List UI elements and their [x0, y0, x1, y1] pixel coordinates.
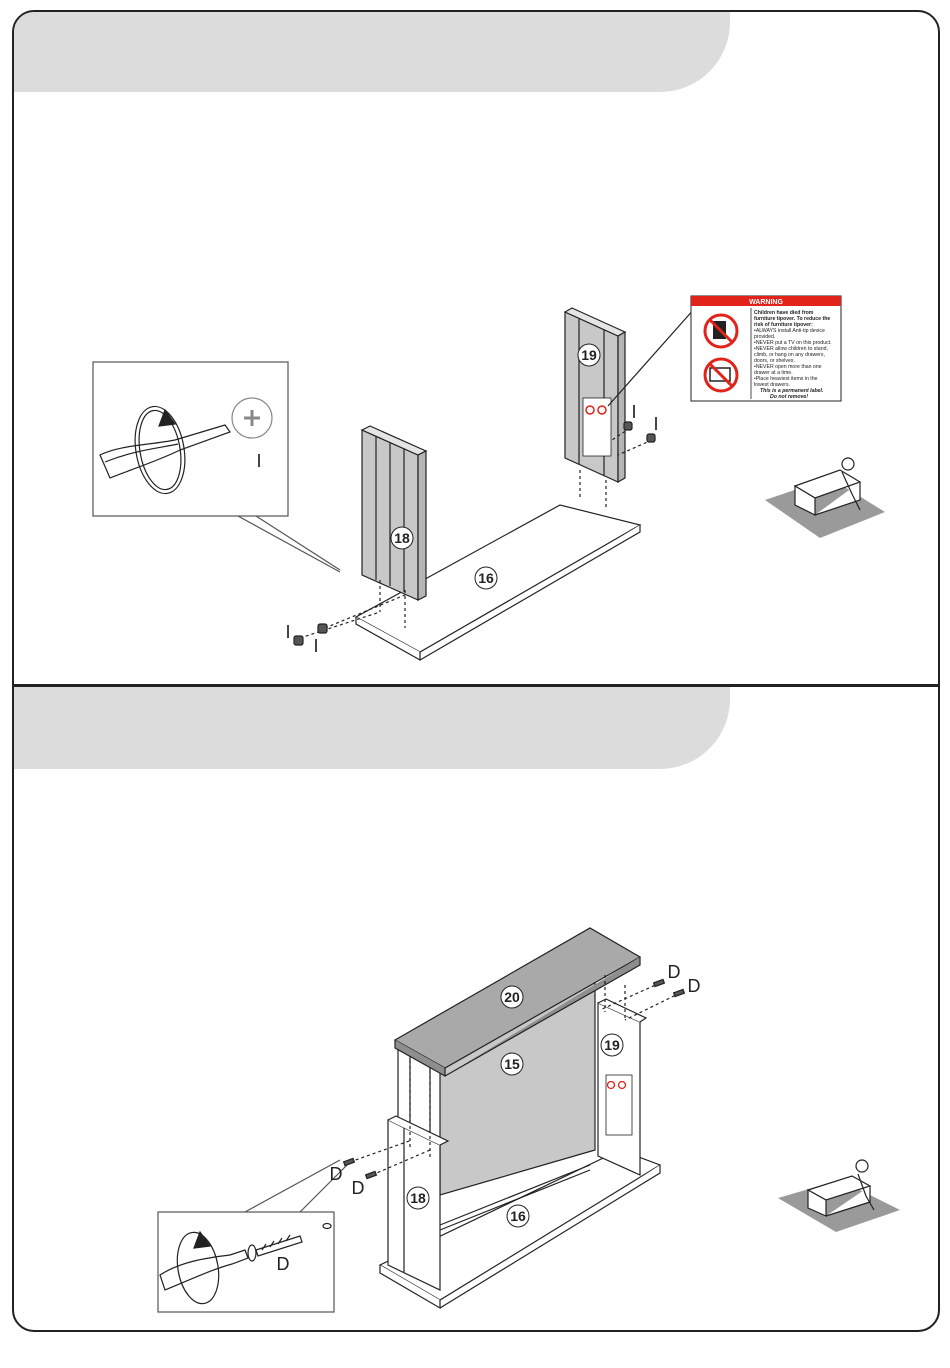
svg-text:•NEVER allow children to stand: •NEVER allow children to stand, — [754, 346, 828, 352]
hardware-i-label: I — [285, 622, 290, 642]
svg-text:•NEVER put a TV on this produc: •NEVER put a TV on this product. — [754, 340, 832, 346]
cam-lock-inset — [92, 361, 341, 573]
part-19-side-panel — [563, 307, 696, 484]
hardware-i-label: I — [313, 636, 318, 656]
svg-text:drawer at a time.: drawer at a time. — [754, 370, 793, 376]
svg-text:•Place heaviest items in the: •Place heaviest items in the — [754, 376, 818, 382]
svg-text:Children have died from: Children have died from — [754, 310, 814, 316]
svg-text:furniture tipover. To reduce t: furniture tipover. To reduce the — [754, 316, 830, 322]
step2-diagram — [157, 927, 900, 1313]
cam-lock-hardware — [293, 421, 656, 646]
svg-text:•NEVER open more than one: •NEVER open more than one — [754, 364, 822, 370]
svg-text:provided.: provided. — [754, 334, 775, 340]
svg-text:Do not remove!: Do not remove! — [770, 394, 808, 400]
step1-header-band — [14, 12, 730, 92]
part-19-label: 19 — [604, 1037, 620, 1053]
dowel-guides — [299, 427, 653, 639]
svg-text:doors, or shelves.: doors, or shelves. — [754, 358, 795, 364]
hardware-i-label: I — [256, 451, 261, 471]
svg-text:This is a permanent label.: This is a permanent label. — [760, 388, 823, 394]
hardware-i-labels: I I I I I — [256, 402, 658, 656]
warning-title-bar — [691, 296, 841, 306]
warning-label: WARNING Children have died from furnitur… — [690, 295, 842, 402]
part-19-label: 19 — [581, 347, 597, 363]
warning-text: Children have died from furniture tipove… — [754, 310, 832, 400]
no-climb-icon — [703, 313, 739, 349]
hardware-i-label: I — [631, 402, 636, 422]
screw-hardware — [342, 978, 686, 1180]
hardware-d-label: D — [688, 976, 701, 996]
screw-inset — [157, 1159, 351, 1313]
part-16-label: 16 — [510, 1208, 526, 1224]
step-divider — [14, 684, 938, 687]
hardware-d-label: D — [277, 1254, 290, 1274]
step2-header-band — [14, 687, 730, 769]
svg-text:climb, or hang on any drawers,: climb, or hang on any drawers, — [754, 352, 825, 358]
svg-text:lowest drawers.: lowest drawers. — [754, 382, 790, 388]
svg-text:•ALWAYS install Anti-tip devic: •ALWAYS install Anti-tip device — [754, 328, 825, 334]
part-20-label: 20 — [504, 989, 520, 1005]
warning-title: WARNING — [749, 299, 783, 306]
part-16-label: 16 — [478, 570, 494, 586]
part-18-label: 18 — [394, 530, 410, 546]
part-15-label: 15 — [504, 1056, 520, 1072]
part-18-label: 18 — [410, 1190, 426, 1206]
hardware-i-label: I — [653, 414, 658, 434]
hardware-d-label: D — [668, 962, 681, 982]
hardware-d-label: D — [352, 1178, 365, 1198]
hardware-d-label: D — [330, 1164, 343, 1184]
assembler-figure-icon — [765, 457, 885, 538]
part-16-bottom-panel — [354, 504, 642, 662]
part-18-side-panel — [360, 425, 428, 601]
no-tv-icon — [703, 357, 739, 393]
svg-text:risk of furniture tipover:: risk of furniture tipover: — [754, 322, 813, 328]
hardware-d-labels: D D D D D — [277, 962, 701, 1274]
assembler-figure-icon — [778, 1159, 900, 1232]
